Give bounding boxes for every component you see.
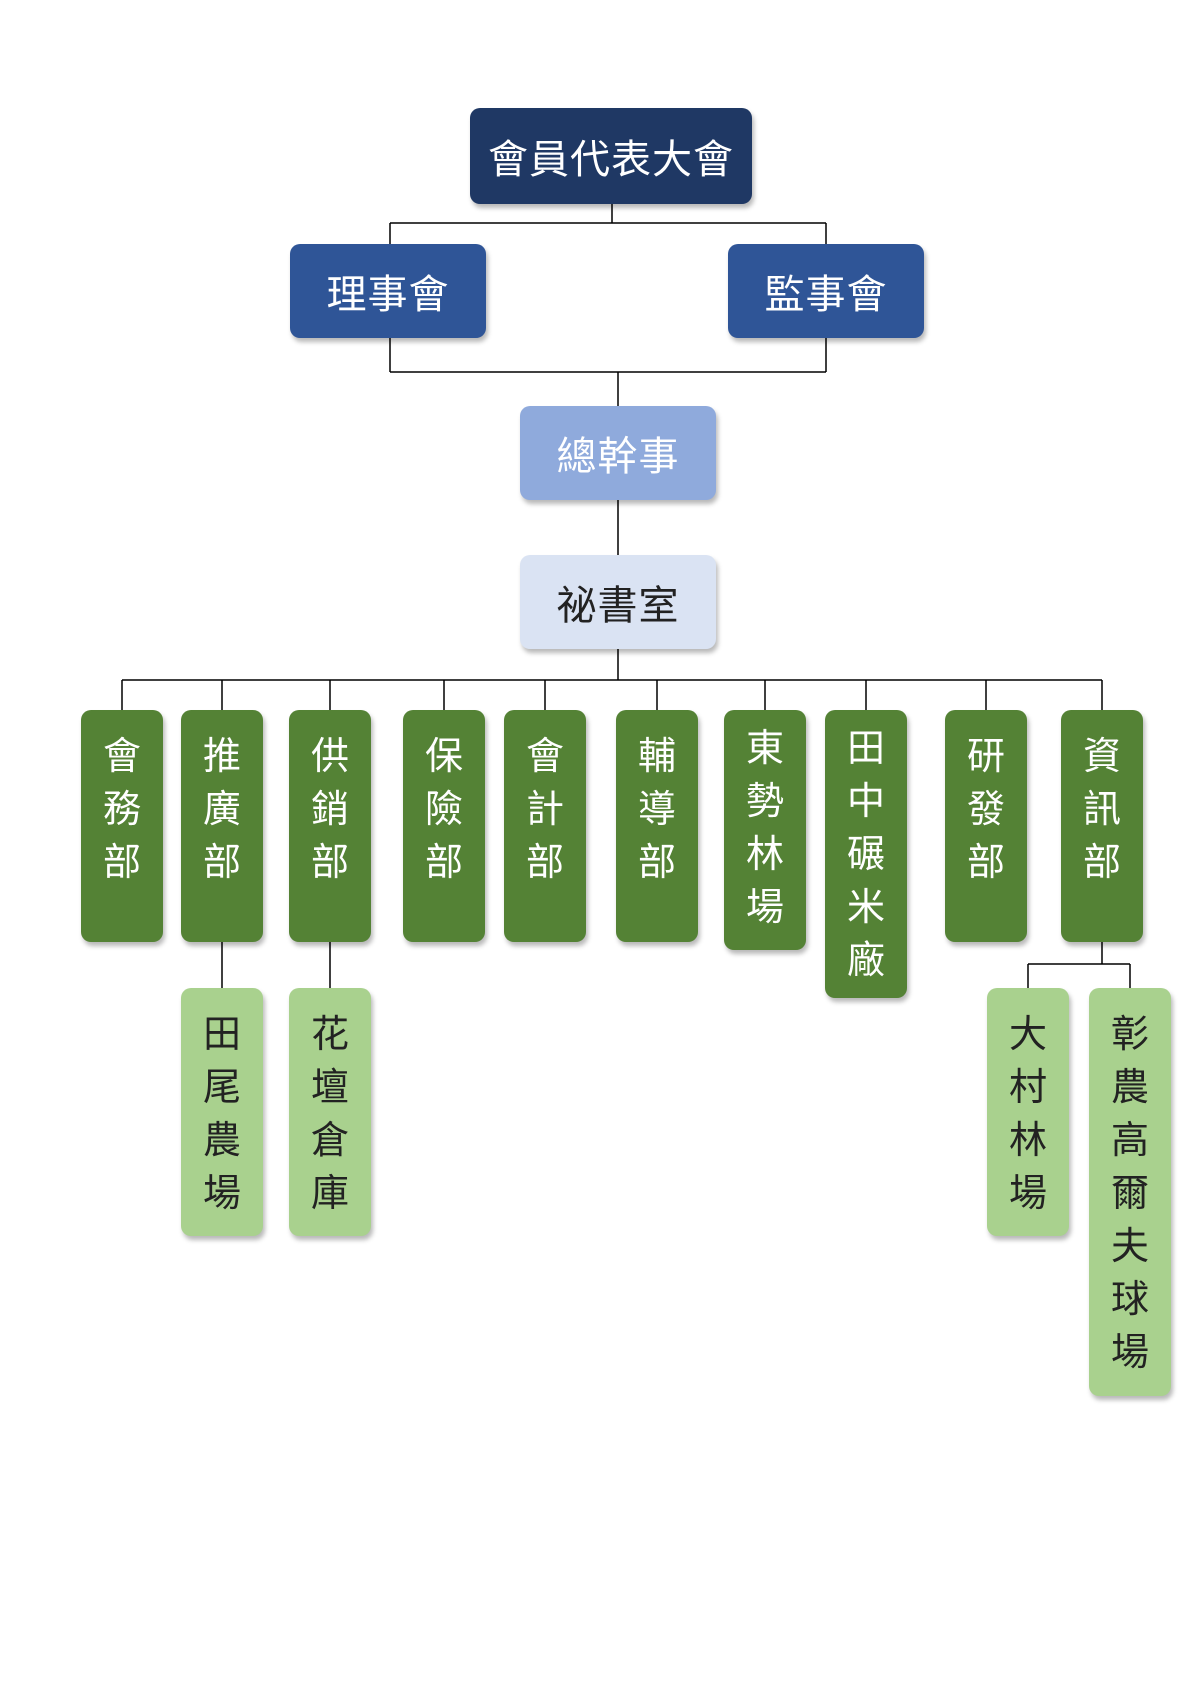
sub-unit-label: 花 壇 倉 庫 bbox=[310, 1012, 349, 1215]
department-box: 會 務 部 bbox=[81, 710, 163, 942]
department-label: 推 廣 部 bbox=[202, 734, 241, 884]
department-label: 供 銷 部 bbox=[310, 734, 349, 884]
board-of-supervisors-box: 監事會 bbox=[728, 244, 924, 338]
general-manager-label: 總幹事 bbox=[556, 434, 680, 480]
department-label: 輔 導 部 bbox=[637, 734, 676, 884]
member-representatives-assembly-box: 會員代表大會 bbox=[470, 108, 752, 204]
department-label: 田 中 碾 米 廠 bbox=[846, 726, 885, 982]
department-box: 研 發 部 bbox=[945, 710, 1027, 942]
board-of-directors-label: 理事會 bbox=[326, 272, 450, 318]
secretariat-label: 祕書室 bbox=[556, 583, 680, 629]
department-box: 供 銷 部 bbox=[289, 710, 371, 942]
department-box: 推 廣 部 bbox=[181, 710, 263, 942]
department-box: 保 險 部 bbox=[403, 710, 485, 942]
sub-unit-box: 田 尾 農 場 bbox=[181, 988, 263, 1236]
general-manager-box: 總幹事 bbox=[520, 406, 716, 500]
sub-unit-label: 田 尾 農 場 bbox=[202, 1012, 241, 1215]
sub-unit-box: 大 村 林 場 bbox=[987, 988, 1069, 1236]
sub-unit-label: 大 村 林 場 bbox=[1008, 1012, 1047, 1215]
board-of-directors-box: 理事會 bbox=[290, 244, 486, 338]
board-of-supervisors-label: 監事會 bbox=[764, 272, 888, 318]
sub-unit-box: 花 壇 倉 庫 bbox=[289, 988, 371, 1236]
department-box: 會 計 部 bbox=[504, 710, 586, 942]
sub-unit-box: 彰 農 高 爾 夫 球 場 bbox=[1089, 988, 1171, 1396]
department-label: 資 訊 部 bbox=[1082, 734, 1121, 884]
sub-unit-label: 彰 農 高 爾 夫 球 場 bbox=[1110, 1012, 1149, 1374]
department-box: 田 中 碾 米 廠 bbox=[825, 710, 907, 998]
department-box: 輔 導 部 bbox=[616, 710, 698, 942]
department-label: 會 計 部 bbox=[525, 734, 564, 884]
department-box: 東 勢 林 場 bbox=[724, 710, 806, 950]
department-label: 保 險 部 bbox=[424, 734, 463, 884]
department-label: 東 勢 林 場 bbox=[745, 726, 784, 929]
secretariat-box: 祕書室 bbox=[520, 555, 716, 649]
member-representatives-assembly-label: 會員代表大會 bbox=[488, 137, 734, 183]
department-box: 資 訊 部 bbox=[1061, 710, 1143, 942]
department-label: 研 發 部 bbox=[966, 734, 1005, 884]
department-label: 會 務 部 bbox=[102, 734, 141, 884]
